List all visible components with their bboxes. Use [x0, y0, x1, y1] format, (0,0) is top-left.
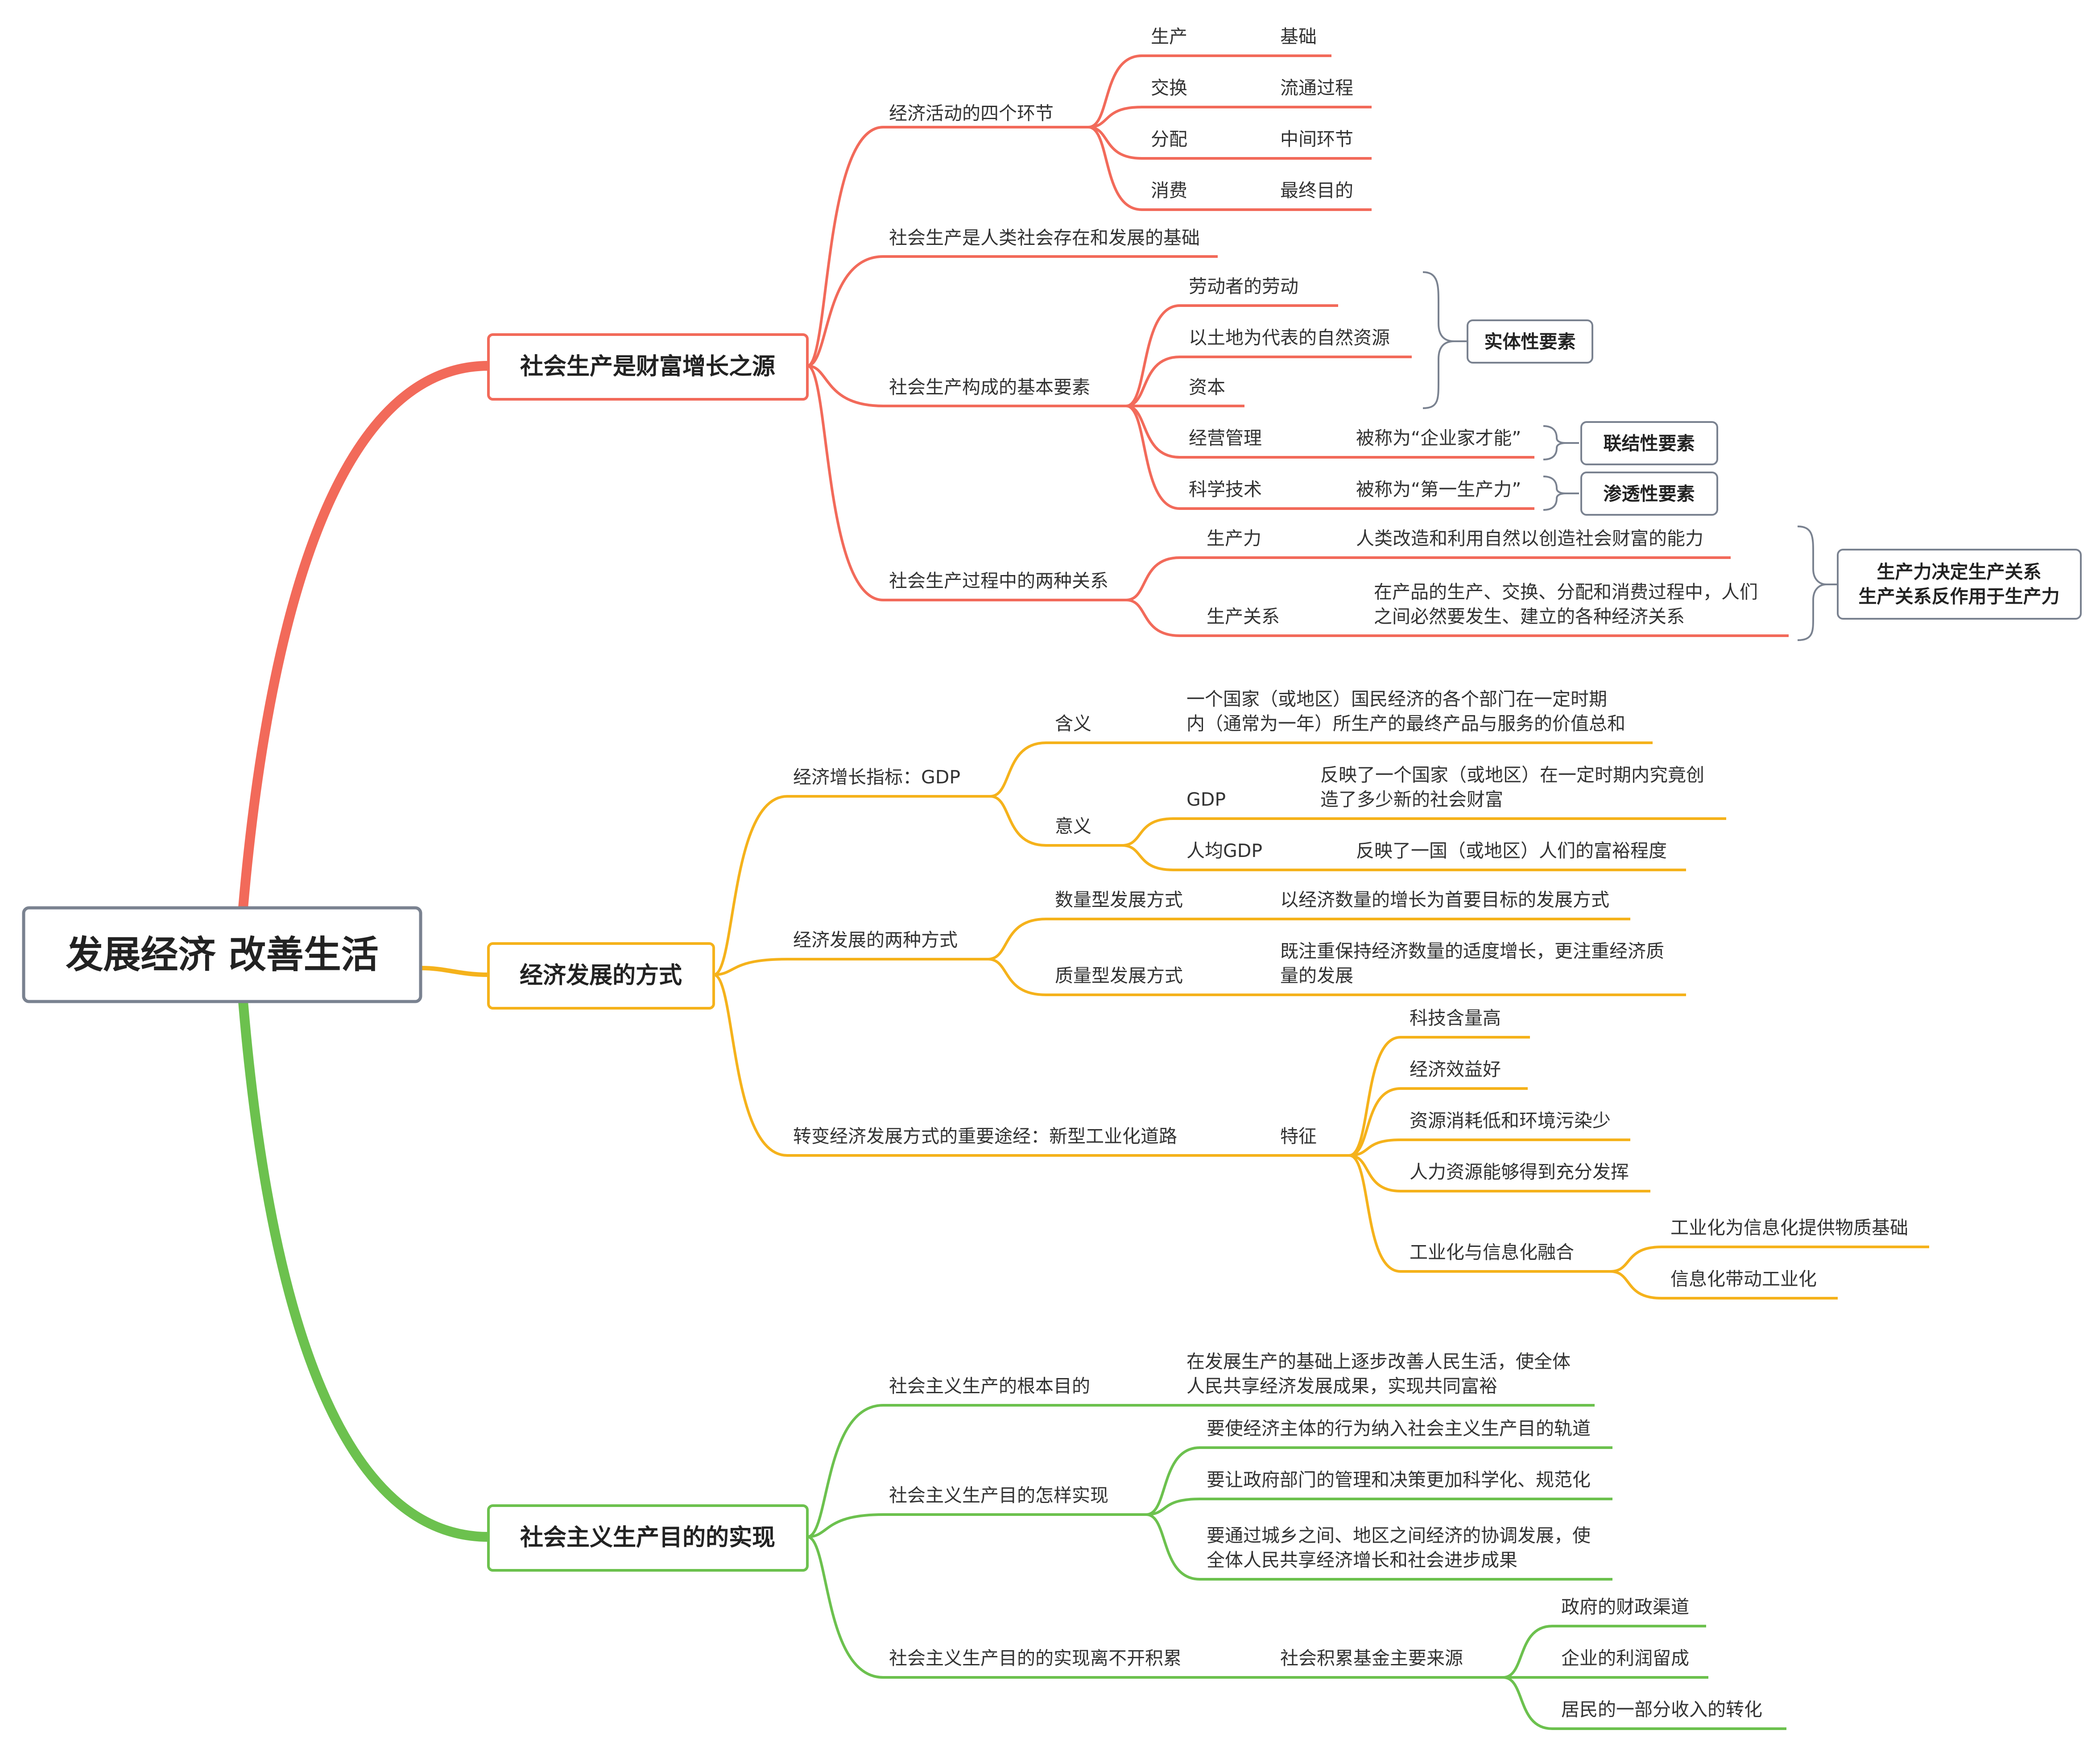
branch-2-node[interactable]	[487, 942, 715, 1010]
production-basis-label: 社会生产是人类社会存在和发展的基础	[889, 227, 1200, 248]
root-node[interactable]	[22, 906, 422, 1003]
tag-entity-box[interactable]	[1467, 319, 1593, 364]
link-exchange: 交换	[1151, 77, 1187, 99]
branch-3-labels: 社会主义生产的根本目的 在发展生产的基础上逐步改善人民生活，使全体 人民共享经济…	[889, 1351, 1762, 1720]
tag-penetration-box[interactable]	[1580, 472, 1718, 516]
element-capital: 资本	[1189, 377, 1225, 398]
branch-3-title: 社会主义生产目的的实现	[520, 1524, 775, 1551]
element-labor: 劳动者的劳动	[1189, 276, 1298, 297]
achieve-item-1: 要使经济主体的行为纳入社会主义生产目的轨道	[1207, 1418, 1591, 1439]
achieve-item-2: 要让政府部门的管理和决策更加科学化、规范化	[1207, 1469, 1591, 1490]
gdp-meaning-label: 含义	[1055, 713, 1091, 734]
feature-fusion: 工业化与信息化融合	[1410, 1242, 1574, 1263]
branch-1-title: 社会生产是财富增长之源	[520, 353, 775, 380]
link-distribution: 分配	[1151, 128, 1187, 150]
link-production-role: 基础	[1280, 26, 1317, 47]
branch-2-labels: 经济增长指标：GDP 含义 一个国家（或地区）国民经济的各个部门在一定时期 内（…	[793, 688, 1908, 1290]
quantity-mode: 数量型发展方式	[1055, 889, 1183, 911]
root-to-branch-3	[238, 997, 493, 1542]
element-management-note: 被称为“企业家才能”	[1356, 427, 1521, 449]
gdp-meaning-line-2: 内（通常为一年）所生产的最终产品与服务的价值总和	[1186, 713, 1625, 734]
branch-3	[807, 1404, 1786, 1730]
gdp-significance-line-1: 反映了一个国家（或地区）在一定时期内究竟创	[1320, 764, 1704, 786]
per-capita-gdp-term: 人均GDP	[1186, 840, 1262, 861]
quality-mode-def-line-2: 量的发展	[1280, 965, 1353, 986]
four-links-label: 经济活动的四个环节	[889, 103, 1054, 124]
fusion-drive: 信息化带动工业化	[1670, 1268, 1817, 1290]
gdp-term: GDP	[1186, 789, 1226, 810]
per-capita-gdp-significance: 反映了一国（或地区）人们的富裕程度	[1356, 840, 1667, 861]
gdp-meaning-line-1: 一个国家（或地区）国民经济的各个部门在一定时期	[1186, 688, 1607, 710]
relation-summary-line-1: 生产力决定生产关系	[1877, 561, 2042, 583]
quantity-mode-def: 以经济数量的增长为首要目标的发展方式	[1280, 889, 1609, 911]
industrialization-path-label: 转变经济发展方式的重要途经：新型工业化道路	[793, 1126, 1177, 1147]
productive-forces: 生产力	[1207, 528, 1261, 549]
root-to-branch-1	[238, 361, 493, 913]
branch-1	[806, 54, 1789, 637]
achieve-item-3-line-2: 全体人民共享经济增长和社会进步成果	[1207, 1549, 1517, 1571]
feature-efficiency: 经济效益好	[1410, 1059, 1501, 1080]
relations-of-production: 生产关系	[1207, 606, 1280, 627]
tag-entity: 实体性要素	[1484, 331, 1576, 352]
gdp-significance-label: 意义	[1055, 815, 1091, 837]
branch-1-node[interactable]	[487, 333, 809, 401]
tag-link-box[interactable]	[1580, 421, 1718, 465]
fundamental-purpose-label: 社会主义生产的根本目的	[889, 1375, 1090, 1397]
fund-sources-label: 社会积累基金主要来源	[1280, 1648, 1463, 1669]
link-production: 生产	[1151, 26, 1187, 47]
relation-summary-line-2: 生产关系反作用于生产力	[1859, 586, 2060, 607]
achieve-item-3-line-1: 要通过城乡之间、地区之间经济的协调发展，使	[1207, 1525, 1591, 1546]
branch-2	[713, 741, 1929, 1300]
element-technology: 科学技术	[1189, 479, 1262, 500]
element-land: 以土地为代表的自然资源	[1189, 327, 1390, 348]
relation-summary-box[interactable]	[1837, 549, 2082, 620]
fundamental-purpose-line-1: 在发展生产的基础上逐步改善人民生活，使全体	[1186, 1351, 1571, 1372]
gdp-significance-line-2: 造了多少新的社会财富	[1320, 789, 1503, 810]
source-fiscal: 政府的财政渠道	[1561, 1596, 1689, 1618]
root-title: 发展经济 改善生活	[66, 933, 378, 977]
link-consumption-role: 最终目的	[1280, 180, 1353, 201]
quality-mode-def-line-1: 既注重保持经济数量的适度增长，更注重经济质	[1280, 940, 1664, 962]
elements-label: 社会生产构成的基本要素	[889, 377, 1090, 398]
fundamental-purpose-line-2: 人民共享经济发展成果，实现共同富裕	[1186, 1375, 1497, 1397]
quality-mode: 质量型发展方式	[1055, 965, 1183, 986]
feature-tech: 科技含量高	[1410, 1007, 1501, 1029]
feature-resources: 资源消耗低和环境污染少	[1410, 1110, 1611, 1131]
link-exchange-role: 流通过程	[1280, 77, 1353, 99]
how-to-achieve-label: 社会主义生产目的怎样实现	[889, 1485, 1108, 1506]
relations-def-line-1: 在产品的生产、交换、分配和消费过程中，人们	[1374, 581, 1758, 603]
element-technology-note: 被称为“第一生产力”	[1356, 479, 1521, 500]
source-profit: 企业的利润留成	[1561, 1648, 1689, 1669]
link-distribution-role: 中间环节	[1280, 128, 1353, 150]
features-label: 特征	[1280, 1126, 1317, 1147]
productive-forces-def: 人类改造和利用自然以创造社会财富的能力	[1356, 528, 1703, 549]
fusion-basis: 工业化为信息化提供物质基础	[1670, 1217, 1908, 1238]
accumulation-label: 社会主义生产目的的实现离不开积累	[889, 1648, 1182, 1669]
relations-def-line-2: 之间必然要发生、建立的各种经济关系	[1374, 606, 1685, 627]
link-consumption: 消费	[1151, 180, 1187, 201]
source-income: 居民的一部分收入的转化	[1561, 1699, 1762, 1720]
branch-1-labels: 经济活动的四个环节 生产 基础 交换 流通过程 分配 中间环节 消费 最终目的 …	[889, 26, 1758, 627]
branch-3-node[interactable]	[487, 1504, 809, 1572]
element-management: 经营管理	[1189, 427, 1262, 449]
bracket-group	[1422, 271, 1838, 641]
tag-penetration: 渗透性要素	[1604, 483, 1695, 505]
two-modes-label: 经济发展的两种方式	[793, 929, 958, 951]
tag-link: 联结性要素	[1604, 433, 1695, 454]
relations-label: 社会生产过程中的两种关系	[889, 570, 1108, 592]
feature-human: 人力资源能够得到充分发挥	[1410, 1161, 1629, 1183]
root-to-branch-2	[421, 966, 489, 977]
branch-2-title: 经济发展的方式	[520, 962, 682, 989]
gdp-indicator-label: 经济增长指标：GDP	[793, 766, 960, 788]
